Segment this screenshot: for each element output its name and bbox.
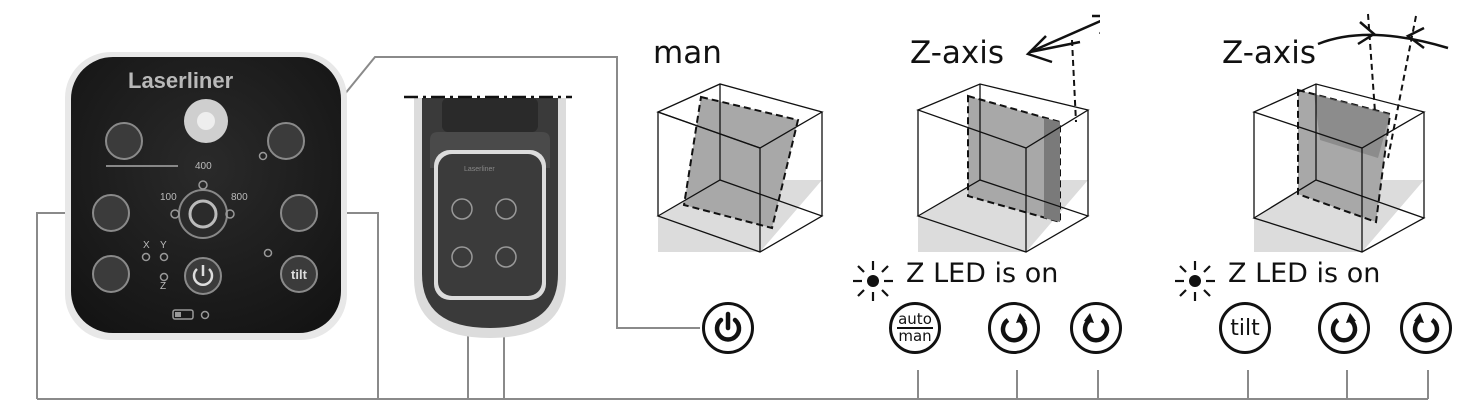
cube-diagram-z-rotation <box>916 14 1100 253</box>
auto-label: auto <box>897 310 933 329</box>
led-note-1: Z LED is on <box>906 258 1059 289</box>
man-label: man <box>898 327 932 345</box>
panel-power-button[interactable] <box>184 257 222 295</box>
panel-lock-button[interactable] <box>267 122 305 160</box>
tilt-button[interactable]: tilt <box>1219 302 1271 354</box>
panel-tilt-button[interactable]: tilt <box>280 255 318 293</box>
speed-label-400: 400 <box>195 161 212 172</box>
power-icon <box>714 311 742 342</box>
rotate-right-icon <box>1082 313 1110 343</box>
remote-brand-label: Laserliner <box>464 166 495 173</box>
axis-label-x: X <box>143 240 150 251</box>
rotate-left-button[interactable] <box>1318 302 1370 354</box>
rotate-right-button[interactable] <box>1400 302 1452 354</box>
vertical-plane <box>967 94 1061 224</box>
rotate-left-button[interactable] <box>988 302 1040 354</box>
remote-body <box>404 95 572 338</box>
diagram-title-man: man <box>653 35 722 71</box>
panel-laser-button[interactable] <box>105 122 143 160</box>
cube-diagram-man <box>656 83 824 253</box>
power-button[interactable] <box>702 302 754 354</box>
led-note-2: Z LED is on <box>1228 258 1381 289</box>
vertical-plane <box>682 95 800 230</box>
cube-diagram-z-tilt <box>1252 13 1449 253</box>
rotate-left-icon <box>1000 313 1028 343</box>
speed-label-100: 100 <box>160 192 177 203</box>
axis-label-y: Y <box>160 240 167 251</box>
device-control-panel: Laserliner 400 100 800 X Y Z tilt <box>62 52 350 340</box>
diagram-title-z-axis-2: Z-axis <box>1222 35 1316 71</box>
panel-brand-label: Laserliner <box>128 68 234 93</box>
led-on-icon <box>853 261 893 301</box>
panel-scan-button[interactable] <box>92 255 130 293</box>
panel-rotate-left-button[interactable] <box>92 194 130 232</box>
led-on-icon <box>1175 261 1215 301</box>
rotate-right-button[interactable] <box>1070 302 1122 354</box>
diagram-title-z-axis-1: Z-axis <box>910 35 1004 71</box>
auto-man-button[interactable]: auto man <box>889 302 941 354</box>
remote-control: Laserliner <box>400 88 580 348</box>
panel-rotate-right-button[interactable] <box>280 194 318 232</box>
power-icon <box>192 265 214 286</box>
rotate-right-icon <box>1412 313 1440 343</box>
axis-label-z: Z <box>160 281 167 292</box>
tilt-label: tilt <box>1230 315 1260 341</box>
rotate-left-icon <box>1330 313 1358 343</box>
speed-label-800: 800 <box>231 192 248 203</box>
